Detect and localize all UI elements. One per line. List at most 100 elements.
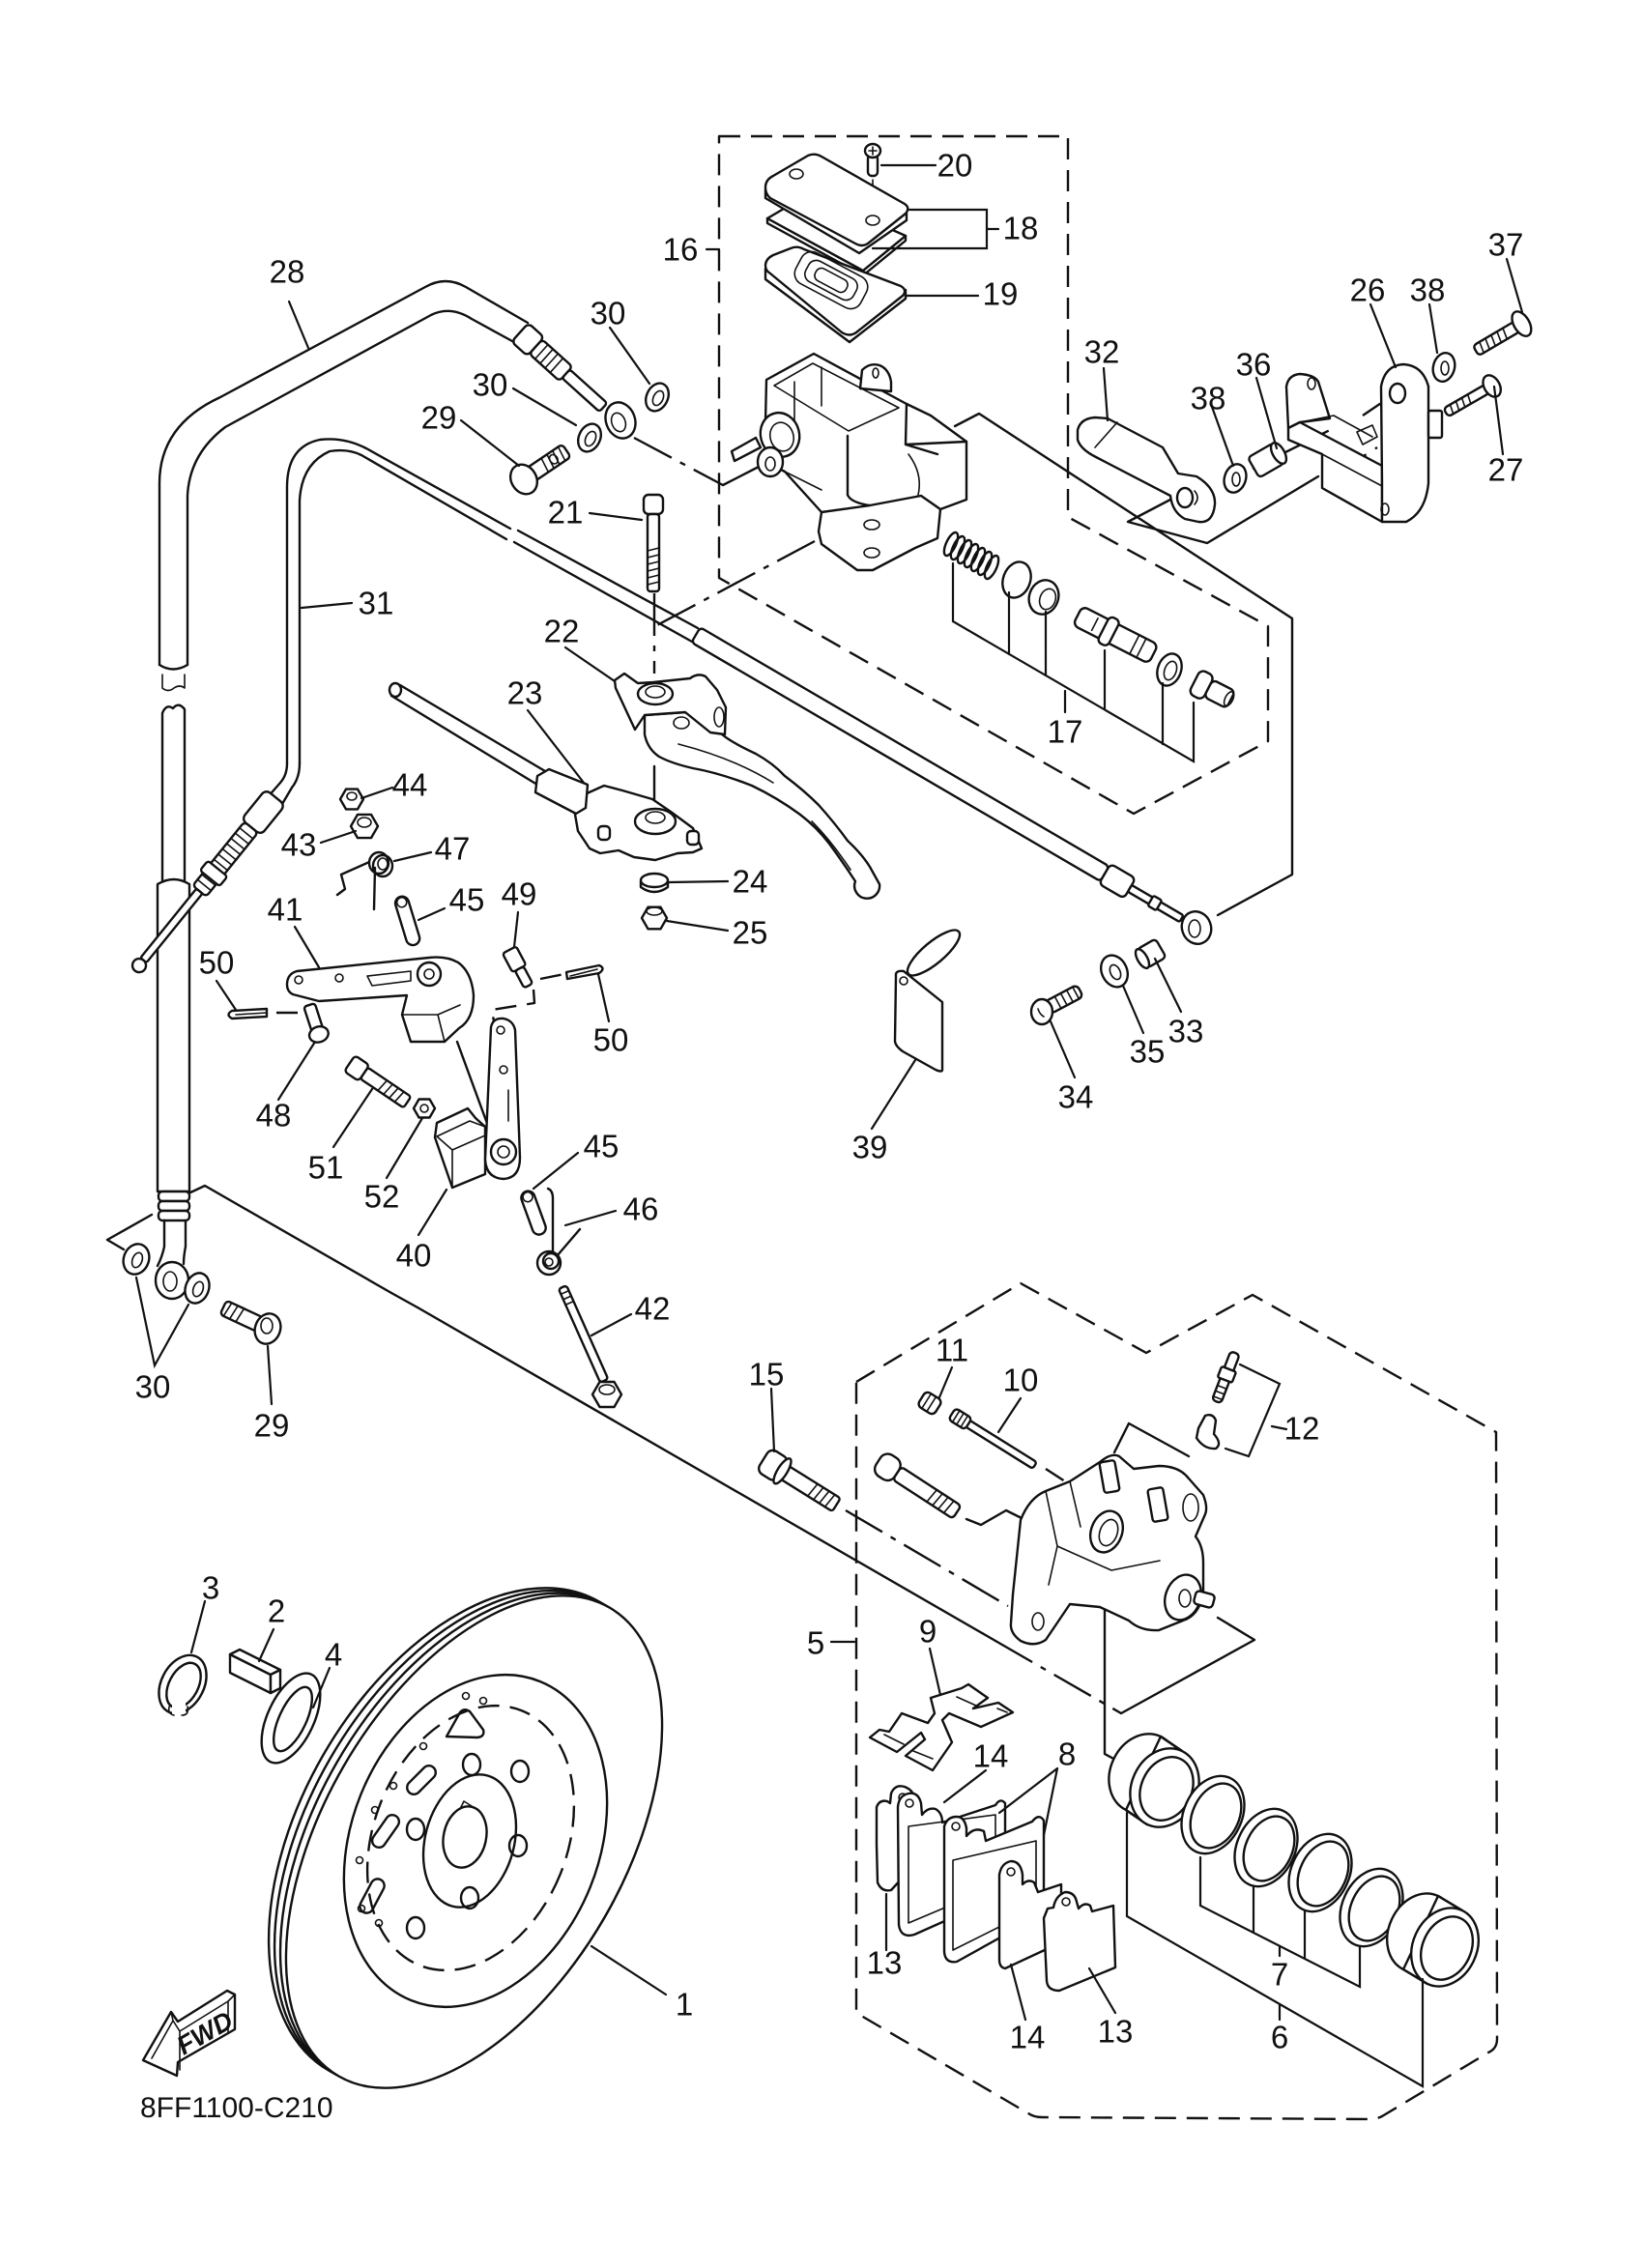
leader-34 [1049, 1019, 1077, 1079]
nut-52 [412, 1098, 437, 1119]
forward-direction-arrow: FWD [141, 1989, 238, 2078]
leader-7 [1198, 1855, 1362, 1989]
leader-29-upper [459, 418, 521, 468]
nut-25 [640, 905, 669, 931]
callout-10: 10 [1003, 1363, 1039, 1398]
caliper-pin-axis [1045, 1467, 1066, 1483]
pad-spring-9 [868, 1682, 1015, 1772]
callout-45-lower: 45 [584, 1129, 620, 1164]
linkage-axis-50 [276, 972, 565, 1015]
callout-8: 8 [1058, 1737, 1076, 1772]
leader-1 [590, 1944, 668, 1996]
callout-19: 19 [983, 276, 1019, 312]
master-cylinder-kit-17 [942, 531, 1235, 708]
leader-17 [951, 561, 1196, 763]
caliper-base-line [1119, 1616, 1256, 1715]
master-cylinder-body [730, 352, 968, 572]
leader-13-right [1087, 1967, 1117, 2015]
callout-38-right: 38 [1410, 273, 1446, 308]
leader-32 [1102, 366, 1110, 422]
leader-3 [189, 1599, 207, 1654]
lever-holder-22 [613, 672, 881, 900]
lever-bracket-23 [388, 681, 704, 862]
master-cylinder-mount-line [953, 412, 1294, 917]
callout-5: 5 [807, 1625, 824, 1661]
washer-38-left [1223, 463, 1248, 494]
washer-38-right [1431, 352, 1456, 383]
circlip [158, 1653, 208, 1716]
leader-10 [996, 1396, 1023, 1434]
leader-12 [1224, 1363, 1288, 1458]
leader-33 [1153, 957, 1183, 1014]
callout-50-left: 50 [199, 945, 235, 981]
callout-13-right: 13 [1098, 2014, 1134, 2050]
leader-43 [319, 829, 358, 845]
pedal-bracket-line [1126, 474, 1320, 545]
callout-22: 22 [544, 614, 580, 649]
leader-11 [937, 1365, 954, 1399]
seal-7-1 [1180, 1774, 1246, 1855]
screw-20 [863, 142, 882, 178]
callout-3: 3 [202, 1570, 219, 1606]
leader-44 [360, 786, 394, 800]
callout-20: 20 [937, 148, 973, 184]
diaphragm-19 [764, 245, 908, 344]
leader-14-lower [1009, 1963, 1027, 2022]
callout-44: 44 [392, 767, 428, 803]
spring-47 [335, 850, 394, 911]
callout-9: 9 [919, 1614, 937, 1650]
master-to-lever-line [654, 539, 816, 628]
washer-35 [1100, 954, 1129, 989]
leader-45-lower [532, 1151, 580, 1191]
callout-23: 23 [507, 675, 543, 711]
bleeder-line [1112, 1421, 1191, 1458]
shim-13-right [1042, 1890, 1117, 1993]
brake-cable [130, 438, 1213, 974]
hose-to-caliper-line [187, 1184, 393, 1295]
callout-46: 46 [623, 1191, 659, 1227]
bolt-27 [1443, 374, 1502, 417]
master-cylinder-assembly [730, 142, 1235, 708]
callout-31: 31 [359, 586, 394, 621]
callout-4: 4 [325, 1637, 342, 1673]
callout-24: 24 [733, 864, 768, 900]
piston-6-upper [1108, 1733, 1200, 1828]
caliper-assembly-boundary [854, 1281, 1499, 2121]
callout-34: 34 [1058, 1079, 1094, 1115]
bolt-21 [642, 493, 665, 593]
pin-10 [948, 1408, 1037, 1469]
callout-30-upper: 30 [591, 296, 626, 331]
leader-30-upper [608, 326, 651, 386]
callout-39: 39 [852, 1130, 888, 1165]
bolt-51 [344, 1055, 412, 1108]
callout-32: 32 [1084, 334, 1120, 370]
washer-bracket-line [105, 1213, 154, 1251]
leader-49 [512, 910, 520, 949]
leader-29-lower [266, 1344, 274, 1406]
callout-36: 36 [1236, 347, 1272, 383]
leader-38-right [1427, 302, 1439, 355]
callout-30-lower: 30 [135, 1369, 171, 1405]
gasket-30-lower-right [184, 1272, 211, 1305]
callout-13-left: 13 [867, 1945, 903, 1981]
gasket-30-lower-left [122, 1243, 151, 1276]
callout-49: 49 [502, 876, 537, 912]
pin-49 [502, 946, 533, 989]
leader-14-upper [942, 1768, 988, 1804]
nut-44 [338, 788, 365, 811]
nut-43 [349, 813, 380, 840]
spring-46 [535, 1187, 582, 1277]
leader-30-middle [511, 387, 578, 427]
callout-40: 40 [396, 1238, 432, 1274]
callout-42: 42 [635, 1291, 671, 1327]
callout-14-lower: 14 [1010, 2020, 1046, 2055]
callout-15: 15 [749, 1357, 785, 1392]
pin-48 [303, 1002, 330, 1044]
brake-pedal-32 [1076, 416, 1217, 524]
caliper-bolt-line [965, 1508, 1027, 1527]
hose-to-caliper-line-dash [390, 1291, 418, 1309]
union-bolt-29-lower [219, 1300, 282, 1345]
leader-39 [870, 1058, 917, 1131]
leader-46 [563, 1209, 618, 1227]
